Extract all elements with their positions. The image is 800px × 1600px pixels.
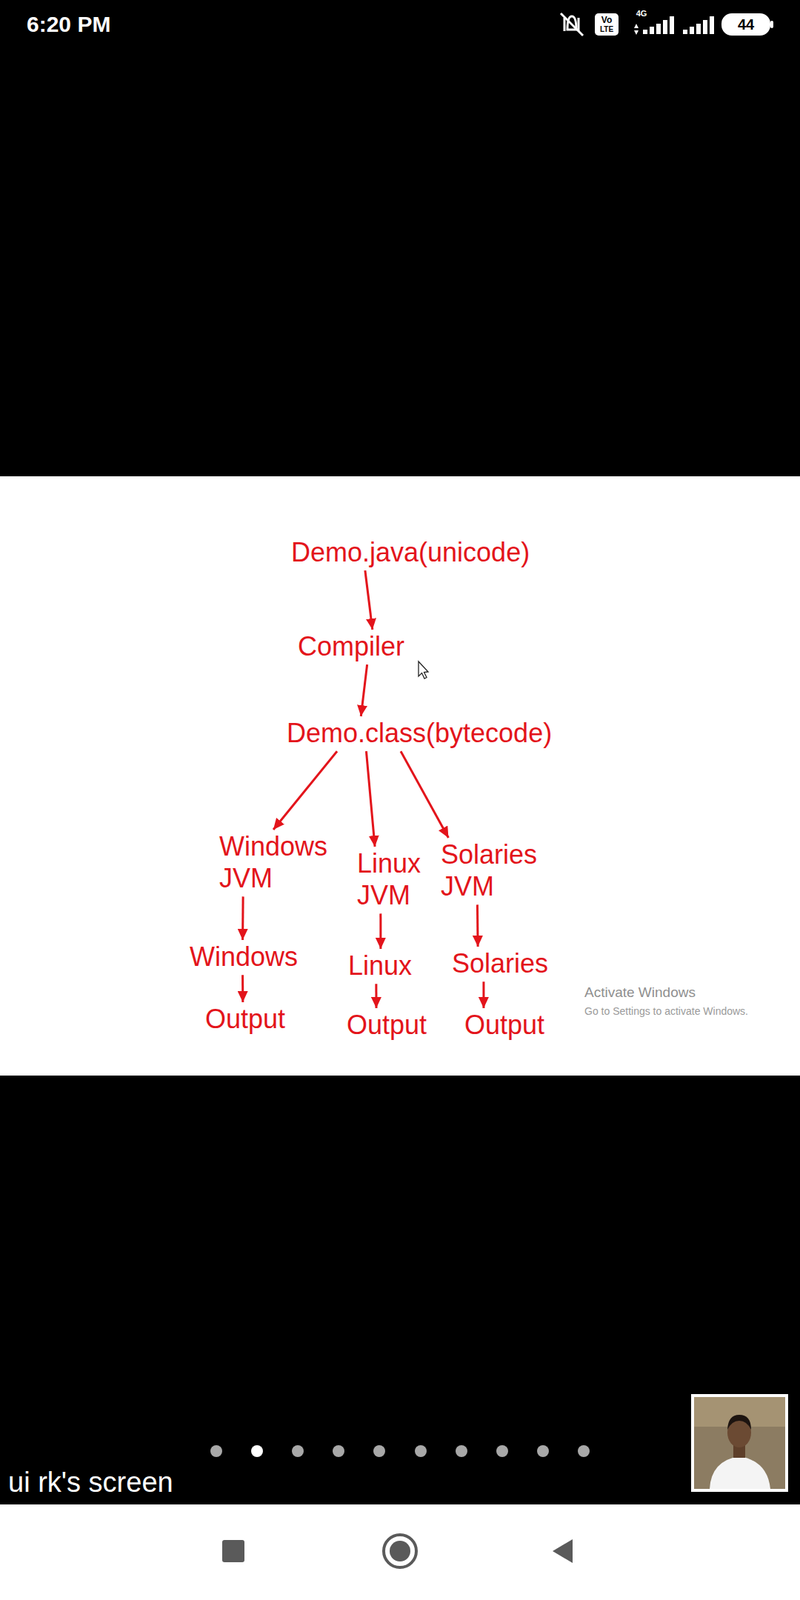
bar [656, 23, 661, 35]
watermark-note: Go to Settings to activate Windows. [584, 1005, 749, 1018]
bar [696, 23, 701, 35]
bar [682, 29, 688, 35]
flow-arrow [241, 896, 245, 940]
page-dot [496, 1445, 509, 1458]
step-text: Demo.class(bytecode) [286, 717, 552, 749]
step-text: Linux JVM [357, 847, 421, 912]
flow-step: Compiler [297, 630, 405, 663]
flow-step: Solaries [451, 947, 549, 980]
flow-step: Output [346, 1008, 427, 1041]
battery-nub [770, 20, 774, 29]
recents-button [222, 1540, 245, 1563]
bar [662, 20, 668, 35]
status-icons [0, 0, 800, 52]
bar [669, 16, 675, 35]
flow-arrow [379, 913, 382, 949]
person-shirt [709, 1456, 771, 1489]
flow-arrow [273, 751, 338, 830]
person-hair [727, 1414, 752, 1430]
step-text: Output [205, 1002, 286, 1035]
step-text: Linux [348, 949, 412, 982]
page-dot [414, 1445, 427, 1458]
flow-arrow [241, 974, 244, 1003]
mute-icon [560, 13, 583, 36]
step-text: Solaries [451, 947, 549, 980]
flow-step: Output [205, 1002, 286, 1035]
flow-arrow [476, 904, 480, 947]
back-button [552, 1539, 573, 1563]
flow-arrow [400, 751, 449, 838]
step-text: Output [346, 1008, 427, 1041]
home-button [389, 1540, 411, 1562]
volte-text: LTE [600, 25, 614, 35]
thumbnail-frame [691, 1394, 789, 1492]
bar [642, 29, 648, 35]
page-dot [373, 1445, 386, 1458]
step-text: Windows [189, 940, 298, 973]
page-dot [577, 1445, 590, 1458]
page-dot [291, 1445, 304, 1458]
flow-step: Output [464, 1008, 545, 1041]
bar [702, 20, 708, 35]
step-text: Solaries JVM [440, 838, 538, 903]
page-dot [210, 1445, 223, 1458]
step-text: Windows JVM [219, 830, 328, 895]
network-type: 4G [636, 8, 648, 19]
flow-step: Windows [189, 940, 298, 973]
participant-thumbnail [691, 1394, 789, 1492]
flow-step: Linux JVM [357, 847, 421, 912]
flow-step: Demo.java(unicode) [291, 536, 530, 569]
flow-arrow [365, 570, 373, 630]
step-text: Output [464, 1008, 545, 1041]
volte-text: Vo [601, 14, 612, 26]
page-dot [537, 1445, 549, 1458]
bar [689, 26, 695, 35]
watermark: Activate Windows [584, 984, 696, 1002]
mute-slash [560, 13, 583, 36]
step-text: Compiler [297, 630, 405, 663]
status-time: 6:20 PM [26, 11, 111, 38]
cursor-arrow [418, 661, 429, 679]
flow-arrow [374, 983, 378, 1009]
flow-step: Windows JVM [219, 830, 328, 895]
page-dot [332, 1445, 345, 1458]
page-dot-active [251, 1445, 263, 1458]
battery-level: 44 [737, 15, 755, 34]
screen-share-name: ui rk's screen [8, 1465, 174, 1500]
step-text: Demo.java(unicode) [291, 536, 530, 569]
signal-bars [634, 16, 715, 35]
data-arrows [634, 23, 639, 35]
bar [649, 26, 655, 35]
flow-step: Linux [348, 949, 412, 982]
thumbnail-background [694, 1397, 786, 1489]
battery [722, 14, 770, 35]
page-dot [455, 1445, 468, 1458]
bar [709, 16, 715, 35]
flow-step: Demo.class(bytecode) [286, 717, 552, 749]
flow-step: Solaries JVM [440, 838, 538, 903]
flow-arrow [365, 751, 375, 847]
home-button-ring [383, 1534, 417, 1568]
flow-arrow [360, 664, 367, 717]
flow-arrow [482, 981, 485, 1009]
volte-badge [594, 13, 619, 36]
